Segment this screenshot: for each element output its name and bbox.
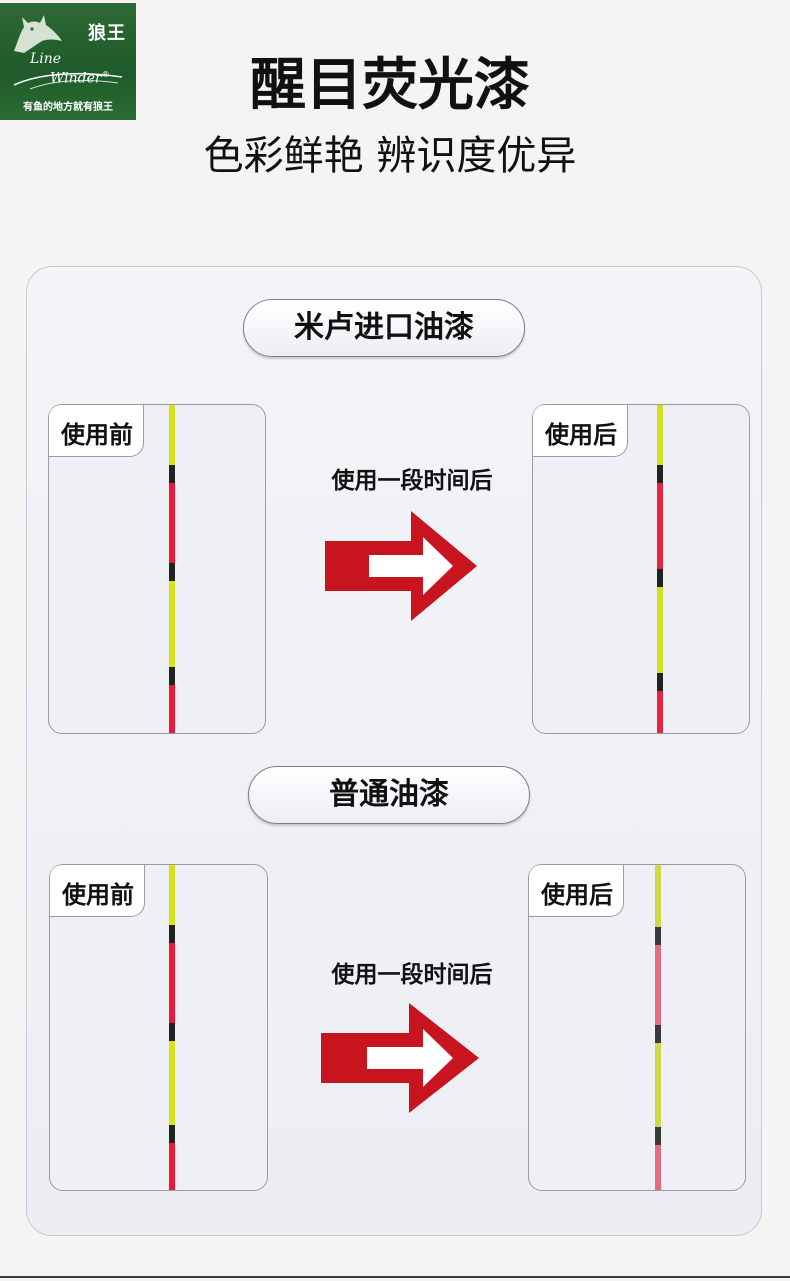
before-box-imported: 使用前 (48, 404, 266, 734)
swoosh-decoration (13, 72, 123, 90)
page-title: 醒目荧光漆 (250, 53, 530, 118)
section-title-regular-paint: 普通油漆 (248, 766, 530, 824)
float-stick-after-regular (655, 865, 661, 1190)
after-label: 使用后 (529, 865, 624, 917)
after-box-regular: 使用后 (528, 864, 746, 1191)
right-arrow-icon (325, 511, 477, 621)
float-stick-before-imported (169, 405, 175, 733)
after-box-imported: 使用后 (532, 404, 750, 734)
brand-name-en-line1: Line (30, 51, 62, 67)
bottom-divider (0, 1276, 790, 1278)
brand-name-cn: 狼王 (88, 23, 126, 44)
comparison-panel: 米卢进口油漆 使用前 使用一段时间后 使用后 普通油漆 (26, 266, 762, 1236)
section-title-imported-paint: 米卢进口油漆 (243, 299, 525, 357)
brand-logo: 狼王 Line Winder® 有鱼的地方就有狼王 (0, 3, 136, 120)
page-subtitle: 色彩鲜艳 辨识度优异 (203, 133, 577, 179)
before-box-regular: 使用前 (49, 864, 268, 1191)
float-stick-before-regular (169, 865, 175, 1190)
before-label: 使用前 (49, 405, 144, 457)
before-label: 使用前 (50, 865, 145, 917)
brand-slogan: 有鱼的地方就有狼王 (23, 102, 113, 113)
float-stick-after-imported (657, 405, 663, 733)
wolf-icon (14, 15, 62, 53)
after-time-caption: 使用一段时间后 (331, 468, 493, 494)
right-arrow-icon (321, 1003, 479, 1113)
after-time-caption: 使用一段时间后 (331, 962, 493, 988)
after-label: 使用后 (533, 405, 628, 457)
